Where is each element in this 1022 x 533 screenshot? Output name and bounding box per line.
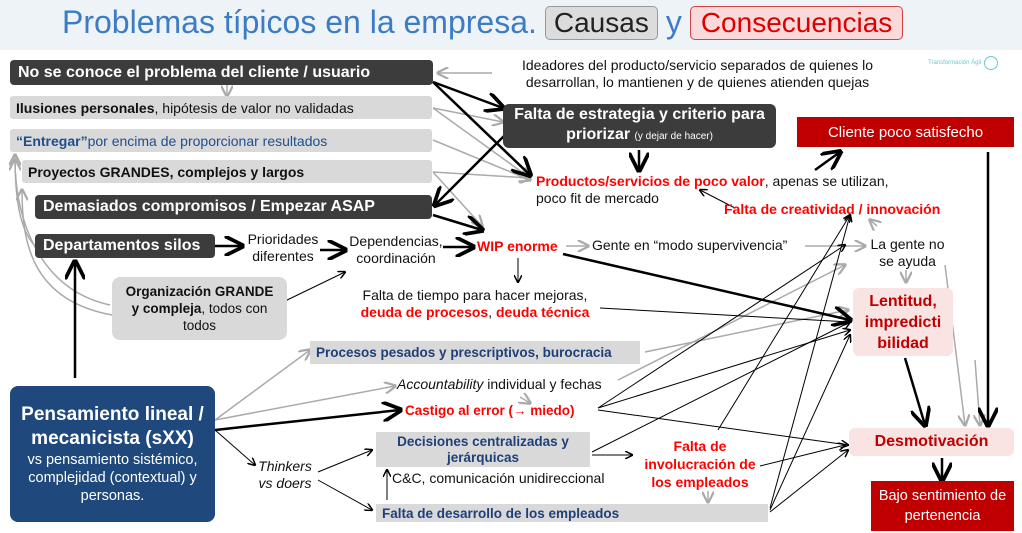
accountability-text: Accountability individual y fechas	[397, 376, 622, 393]
castigo-text: Castigo al error (→ miedo)	[405, 403, 575, 418]
accountability-rest: individual y fechas	[483, 376, 602, 392]
pensamiento-bold: Pensamiento lineal / mecanicista (sXX)	[21, 404, 204, 449]
entregar-rest: por encima de proporcionar resultados	[87, 132, 328, 149]
desmotivacion-box: Desmotivación	[849, 428, 1014, 456]
wip-text: WIP enorme	[477, 238, 558, 254]
falta-tiempo-label: Falta de tiempo para hacer mejoras,	[362, 287, 588, 303]
ilusiones-bold: Ilusiones personales	[16, 99, 155, 116]
deuda-procesos: deuda de procesos	[360, 304, 489, 320]
ilusiones-rest: , hipótesis de valor no validadas	[154, 99, 354, 116]
productos-rest: , apenas se utilizan, poco fit de mercad…	[536, 173, 889, 206]
procesos-pesados-box: Procesos pesados y prescriptivos, burocr…	[310, 341, 640, 364]
page-title: Problemas típicos en la empresa. Causas …	[62, 4, 904, 41]
dependencias-text: Dependencias, coordinación	[349, 233, 443, 266]
prioridades-text: Prioridades diferentes	[247, 231, 319, 264]
org-rest: , todos con todos	[182, 301, 268, 333]
entregar-box: “Entregar” por encima de proporcionar re…	[10, 129, 432, 152]
ilusiones-box: Ilusiones personales, hipótesis de valor…	[10, 96, 432, 119]
creatividad-text: Falta de creatividad / innovación	[724, 201, 941, 217]
accountability-italic: Accountability	[397, 376, 484, 392]
falta-tiempo-text: Falta de tiempo para hacer mejoras,deuda…	[340, 287, 610, 321]
pensamiento-rest: vs pensamiento sistémico, complejidad (c…	[27, 452, 198, 504]
silos-box: Departamentos silos	[35, 234, 215, 258]
demasiados-box: Demasiados compromisos / Empezar ASAP	[35, 195, 432, 219]
consecuencias-label: Consecuencias	[689, 5, 904, 40]
lentitud-box: Lentitud, impredicti bilidad	[853, 288, 953, 356]
deuda-tecnica: deuda técnica	[496, 304, 590, 320]
no-se-conoce-box: No se conoce el problema del cliente / u…	[10, 60, 433, 85]
involucracion-text: Falta de involucración de los empleados	[644, 438, 756, 490]
entregar-bold: “Entregar”	[16, 132, 88, 149]
deuda-sep: ,	[488, 304, 496, 320]
proyectos-box: Proyectos GRANDES, complejos y largos	[22, 160, 432, 183]
ideadores-text: Ideadores del producto/servicio separado…	[521, 57, 873, 90]
falta-estrategia-label: Falta de estrategia y criterio para prio…	[514, 106, 765, 143]
logo-circle-icon	[984, 56, 999, 70]
causas-label: Causas	[544, 5, 658, 40]
logo-text: Transformación Ágil	[928, 60, 982, 66]
title-main: Problemas típicos en la empresa.	[62, 4, 537, 40]
desarrollo-box: Falta de desarrollo de los empleados	[376, 504, 768, 522]
pensamiento-box: Pensamiento lineal / mecanicista (sXX) v…	[10, 386, 215, 522]
cc-text: C&C, comunicación unidireccional	[392, 470, 605, 486]
bajo-sentimiento-box: Bajo sentimiento de pertenencia	[871, 481, 1014, 531]
organizacion-box: Organización GRANDE y compleja, todos con…	[112, 277, 287, 340]
thinkers-text: Thinkers vs doers	[258, 458, 312, 491]
gente-no-ayuda-text: La gente no se ayuda	[870, 236, 945, 269]
org-bold1: Organización GRANDE	[125, 284, 274, 299]
falta-estrategia-small: (y dejar de hacer)	[634, 131, 713, 142]
gente-modo-text: Gente en “modo supervivencia”	[592, 237, 788, 253]
productos-text: Productos/servicios de poco valor, apena…	[536, 173, 916, 207]
org-bold2: y compleja	[131, 301, 202, 316]
cliente-box: Cliente poco satisfecho	[797, 117, 1014, 147]
productos-red: Productos/servicios de poco valor	[536, 173, 765, 189]
title-y: y	[665, 4, 682, 40]
decisiones-box: Decisiones centralizadas y jerárquicas	[376, 432, 590, 467]
falta-estrategia-box: Falta de estrategia y criterio para prio…	[503, 104, 776, 148]
logo: Transformación Ágil	[928, 56, 999, 70]
